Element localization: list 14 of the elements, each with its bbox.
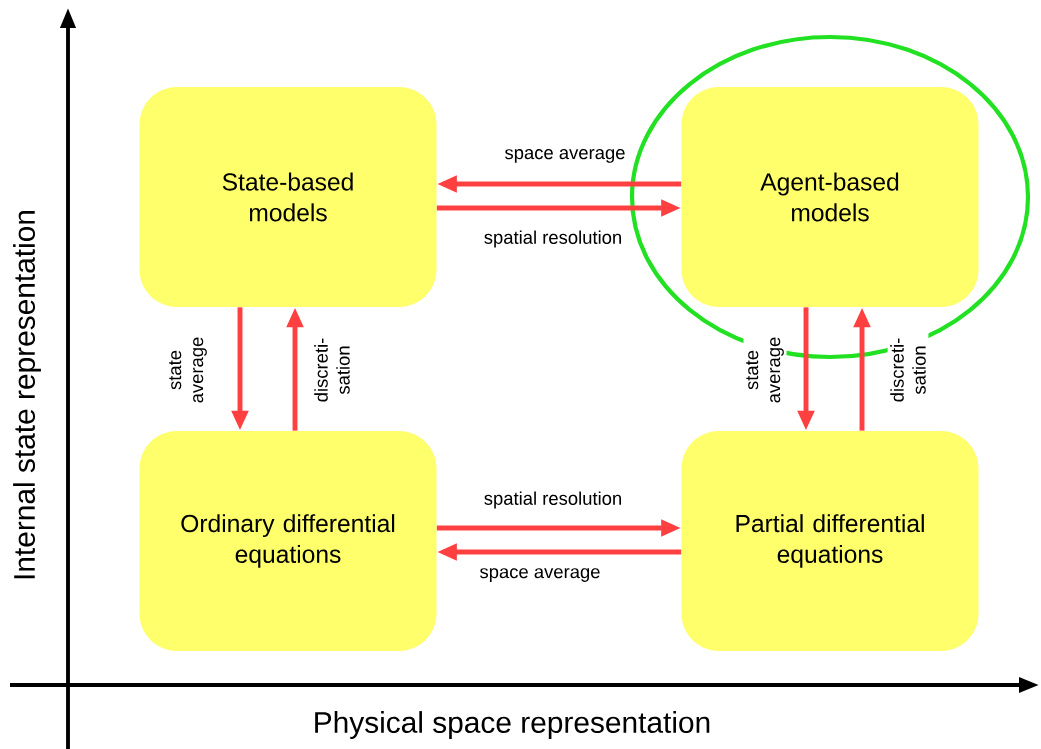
- model-box: Partial differential equations: [681, 431, 979, 651]
- axis-label: Internal state representation: [13, 211, 41, 579]
- edge-label: state average: [743, 328, 787, 412]
- edge-label: state average: [166, 328, 210, 412]
- axis-label: Physical space representation: [315, 711, 710, 739]
- model-box: Ordinary differential equations: [139, 431, 437, 651]
- edge-label: space average: [501, 146, 629, 166]
- edge-label: discreti-sation: [311, 328, 353, 412]
- edge-label: spatial resolution: [481, 227, 625, 251]
- edge-label: discreti-sation: [887, 328, 929, 412]
- model-box: Agent-based models: [681, 87, 979, 307]
- model-box: State-based models: [139, 87, 437, 307]
- edge-label: space average: [476, 565, 604, 585]
- edge-label: spatial resolution: [481, 488, 625, 512]
